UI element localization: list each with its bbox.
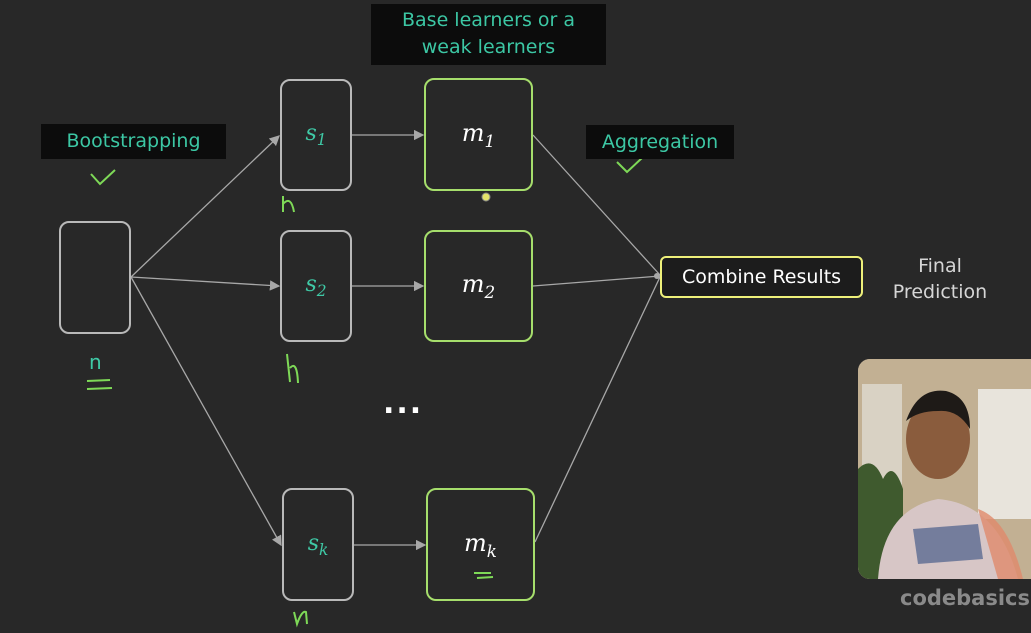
aggregation-label: Aggregation bbox=[586, 125, 734, 159]
dataset-size-label: n bbox=[89, 350, 102, 374]
sample-label-1: s1 bbox=[305, 120, 327, 150]
presenter-webcam bbox=[858, 359, 1031, 579]
watermark: codebasics bbox=[900, 586, 1030, 610]
sample-box-1: s1 bbox=[280, 79, 352, 191]
checkmark-aggregation bbox=[616, 157, 643, 174]
base-learners-line2: weak learners bbox=[421, 36, 556, 58]
checkmark-bootstrapping bbox=[90, 169, 116, 186]
final-line2: Prediction bbox=[892, 281, 988, 303]
sample-box-2: s2 bbox=[280, 230, 352, 342]
presenter-image bbox=[858, 359, 1031, 579]
arrow-dataset-to-s2 bbox=[130, 276, 281, 291]
base-learners-line1: Base learners or a bbox=[402, 9, 575, 31]
underline-n bbox=[86, 379, 113, 390]
model-label-2: m2 bbox=[461, 270, 496, 302]
arrow-head-combine bbox=[654, 273, 660, 279]
ellipsis: ... bbox=[383, 386, 424, 421]
model-box-1: m1 bbox=[424, 78, 533, 191]
arrow-dataset-to-s1 bbox=[130, 135, 280, 278]
line-m1-to-combine bbox=[532, 134, 661, 276]
arrow-dataset-to-sk bbox=[130, 276, 282, 547]
dataset-box bbox=[59, 221, 131, 334]
final-prediction-label: Final Prediction bbox=[880, 253, 1000, 305]
handwritten-n-s1 bbox=[282, 196, 295, 213]
sample-label-2: s2 bbox=[305, 271, 327, 301]
model-box-k: mk bbox=[426, 488, 535, 601]
line-mk-to-combine bbox=[534, 276, 661, 543]
model-label-k: mk bbox=[464, 528, 497, 561]
combine-results-box: Combine Results bbox=[660, 256, 863, 298]
model-box-2: m2 bbox=[424, 230, 533, 342]
final-line1: Final bbox=[918, 255, 962, 277]
handwritten-n-sk bbox=[293, 610, 308, 628]
sample-box-k: sk bbox=[282, 488, 354, 601]
model-label-1: m1 bbox=[461, 118, 496, 151]
cursor-dot bbox=[481, 192, 491, 202]
underline-mk bbox=[474, 572, 494, 579]
base-learners-label: Base learners or a weak learners bbox=[371, 4, 606, 65]
sample-label-k: sk bbox=[307, 530, 329, 559]
bootstrapping-label: Bootstrapping bbox=[41, 124, 226, 159]
handwritten-n-s2 bbox=[286, 353, 299, 384]
line-m2-to-combine bbox=[532, 275, 661, 287]
